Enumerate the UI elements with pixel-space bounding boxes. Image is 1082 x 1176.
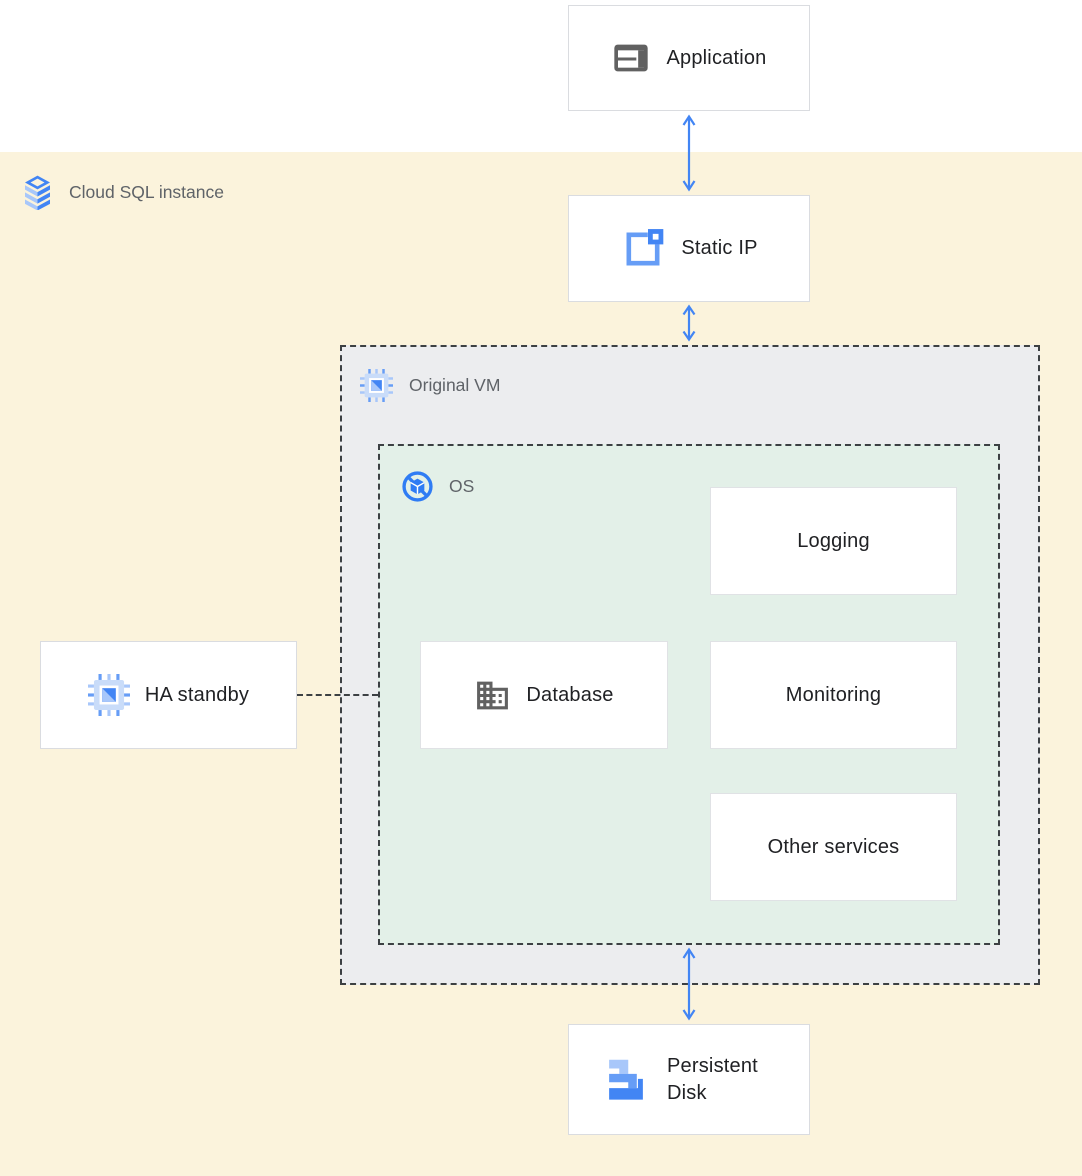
os-icon <box>402 471 433 502</box>
persistent-disk-icon <box>599 1053 653 1107</box>
node-logging: Logging <box>710 487 957 595</box>
arrow-os-persistentdisk <box>680 947 698 1021</box>
node-application: Application <box>568 5 810 111</box>
persistent-disk-text: Persistent Disk <box>667 1054 758 1104</box>
arrow-application-staticip <box>680 114 698 192</box>
application-icon <box>611 38 651 78</box>
os-label: OS <box>402 471 474 502</box>
static-ip-icon <box>620 226 666 272</box>
arrow-staticip-vm <box>680 304 698 342</box>
static-ip-text: Static IP <box>681 237 758 259</box>
compute-engine-icon <box>360 369 393 402</box>
node-ha-standby: HA standby <box>40 641 297 749</box>
cloud-sql-region-text: Cloud SQL instance <box>69 182 224 202</box>
logging-text: Logging <box>797 529 870 552</box>
application-text: Application <box>666 46 767 69</box>
database-text: Database <box>526 683 614 706</box>
original-vm-label: Original VM <box>360 369 500 402</box>
ha-standby-text: HA standby <box>144 683 250 706</box>
node-monitoring: Monitoring <box>710 641 957 749</box>
node-persistent-disk: Persistent Disk <box>568 1024 810 1135</box>
os-text: OS <box>449 476 475 496</box>
node-other-services: Other services <box>710 793 957 901</box>
cloud-sql-region-label: Cloud SQL instance <box>22 175 224 210</box>
ha-compute-engine-icon <box>87 674 130 716</box>
monitoring-text: Monitoring <box>785 683 882 706</box>
node-static-ip: Static IP <box>568 195 810 302</box>
link-ha-standby-os <box>297 694 378 696</box>
database-icon <box>474 677 511 714</box>
node-database: Database <box>420 641 668 749</box>
original-vm-text: Original VM <box>409 375 501 395</box>
other-services-text: Other services <box>767 835 900 858</box>
cloud-sql-icon <box>22 175 53 210</box>
